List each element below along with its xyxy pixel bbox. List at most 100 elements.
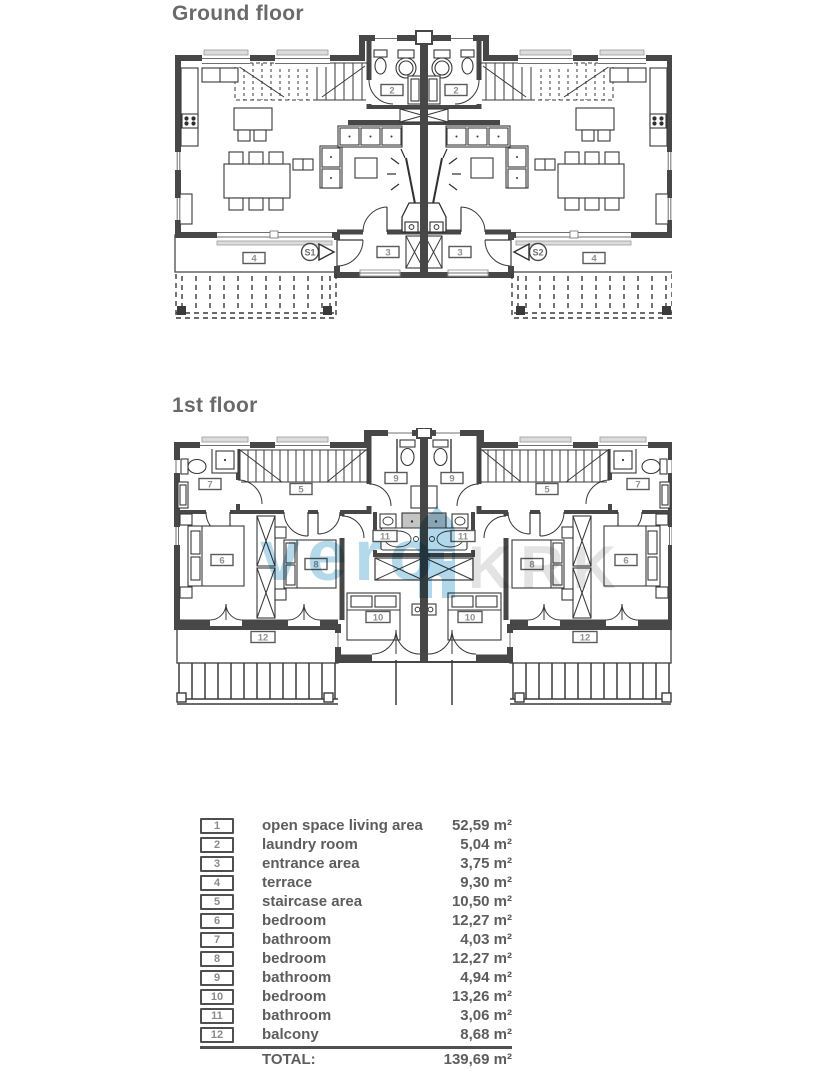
- room-label-laundry-right: 2: [444, 83, 468, 97]
- svg-text:8: 8: [313, 560, 318, 571]
- first-floor-left-unit: [174, 430, 424, 705]
- legend-area: 52,59 m²: [451, 817, 512, 834]
- legend-label: bathroom: [262, 931, 332, 948]
- svg-text:4: 4: [591, 254, 597, 265]
- legend-area: 3,75 m²: [460, 855, 512, 872]
- legend-num: 4: [200, 874, 234, 891]
- first-floor-title: 1st floor: [172, 394, 258, 417]
- svg-text:8: 8: [529, 560, 534, 571]
- legend-num: 3: [200, 855, 234, 872]
- legend-area: 12,27 m²: [451, 950, 512, 967]
- legend-num: 10: [200, 988, 234, 1005]
- legend-area: 4,94 m²: [460, 969, 512, 986]
- legend-label: staircase area: [262, 893, 363, 910]
- svg-text:10: 10: [465, 613, 476, 624]
- legend-label: bathroom: [262, 969, 332, 986]
- room-label-bathroom11-left: 11: [372, 529, 398, 543]
- svg-text:6: 6: [623, 556, 628, 567]
- svg-text:11: 11: [380, 532, 391, 543]
- svg-text:6: 6: [219, 556, 224, 567]
- legend-row: 4 terrace 9,30 m²: [200, 873, 512, 892]
- legend-num: 2: [200, 836, 234, 853]
- room-label-bathroom11-right: 11: [450, 529, 476, 543]
- svg-text:S2: S2: [532, 248, 543, 258]
- legend-label: bedroom: [262, 950, 327, 967]
- legend-label: entrance area: [262, 855, 360, 872]
- legend-label: bedroom: [262, 988, 327, 1005]
- legend-label: balcony: [262, 1026, 319, 1043]
- svg-text:3: 3: [457, 248, 462, 259]
- room-label-bedroom10-right: 10: [457, 610, 483, 624]
- ground-floor-labels: 2 2 3 3 4 4 S1 S2: [242, 83, 606, 265]
- room-label-bathroom7-right: 7: [626, 477, 650, 491]
- legend-total-area: 139,69 m²: [443, 1050, 512, 1068]
- svg-text:11: 11: [458, 532, 469, 543]
- legend-label: open space living area: [262, 817, 423, 834]
- legend-row: 10 bedroom 13,26 m²: [200, 987, 512, 1006]
- legend-area: 5,04 m²: [460, 836, 512, 853]
- room-label-balcony12-left: 12: [250, 630, 276, 644]
- legend-row: 9 bathroom 4,94 m²: [200, 968, 512, 987]
- room-label-bedroom8-left: 8: [304, 557, 328, 571]
- first-floor-labels: 5 5 6 6 7 7 8 8 9 9 10 10 11 11 12 12: [198, 471, 650, 644]
- svg-text:7: 7: [635, 480, 640, 491]
- svg-text:5: 5: [298, 485, 304, 496]
- room-label-bedroom8-right: 8: [520, 557, 544, 571]
- room-label-entrance-left: 3: [376, 245, 400, 259]
- room-label-balcony12-right: 12: [572, 630, 598, 644]
- legend-label: laundry room: [262, 836, 358, 853]
- legend-row: 3 entrance area 3,75 m²: [200, 854, 512, 873]
- legend-row: 5 staircase area 10,50 m²: [200, 892, 512, 911]
- legend-num: 6: [200, 912, 234, 929]
- legend-area: 13,26 m²: [451, 988, 512, 1005]
- legend-num: 9: [200, 969, 234, 986]
- legend-num: 7: [200, 931, 234, 948]
- room-label-bathroom9-right: 9: [440, 471, 464, 485]
- legend-num: 5: [200, 893, 234, 910]
- legend-area: 8,68 m²: [460, 1026, 512, 1043]
- legend-num: 11: [200, 1007, 234, 1024]
- svg-text:2: 2: [453, 86, 458, 97]
- svg-text:5: 5: [544, 485, 550, 496]
- legend-area: 12,27 m²: [451, 912, 512, 929]
- room-label-staircase-left: 5: [289, 482, 313, 496]
- svg-text:12: 12: [258, 633, 269, 644]
- entrance-marker-s1: S1: [300, 242, 336, 262]
- svg-text:7: 7: [207, 480, 212, 491]
- legend-area: 4,03 m²: [460, 931, 512, 948]
- svg-text:2: 2: [389, 86, 394, 97]
- room-label-staircase-right: 5: [535, 482, 559, 496]
- legend-num: 8: [200, 950, 234, 967]
- legend-area: 3,06 m²: [460, 1007, 512, 1024]
- room-label-terrace-right: 4: [582, 251, 606, 265]
- entrance-marker-s2: S2: [512, 242, 548, 262]
- ground-floor-plan: 2 2 3 3 4 4 S1 S2: [172, 30, 672, 330]
- legend-row: 8 bedroom 12,27 m²: [200, 949, 512, 968]
- room-label-bedroom6-left: 6: [210, 553, 234, 567]
- legend-row: 11 bathroom 3,06 m²: [200, 1006, 512, 1025]
- legend-row: 2 laundry room 5,04 m²: [200, 835, 512, 854]
- room-label-laundry-left: 2: [380, 83, 404, 97]
- svg-text:10: 10: [373, 613, 384, 624]
- legend-area: 9,30 m²: [460, 874, 512, 891]
- legend-row: 12 balcony 8,68 m²: [200, 1025, 512, 1044]
- ground-floor-left-unit: [175, 35, 424, 318]
- legend-num: 12: [200, 1026, 234, 1043]
- legend-total-label: TOTAL:: [262, 1050, 316, 1068]
- legend-label: bathroom: [262, 1007, 332, 1024]
- ground-floor-right-unit: [424, 35, 672, 318]
- room-label-bathroom7-left: 7: [198, 477, 222, 491]
- legend-area: 10,50 m²: [451, 893, 512, 910]
- svg-text:4: 4: [251, 254, 257, 265]
- svg-text:3: 3: [385, 248, 390, 259]
- room-label-bedroom6-right: 6: [614, 553, 638, 567]
- first-floor-right-unit: [424, 430, 672, 705]
- room-label-entrance-right: 3: [448, 245, 472, 259]
- room-label-terrace-left: 4: [242, 251, 266, 265]
- svg-text:12: 12: [580, 633, 591, 644]
- legend-label: terrace: [262, 874, 313, 891]
